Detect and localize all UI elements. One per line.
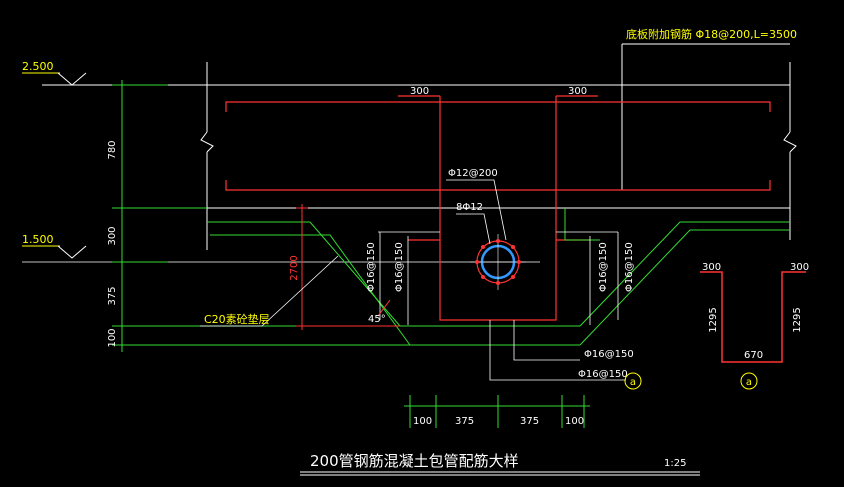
cushion-label: C20素砼垫层 [204, 312, 270, 326]
drawing-title: 200管钢筋混凝土包管配筋大样 [310, 452, 519, 470]
drawing-scale: 1:25 [664, 458, 686, 469]
pipe-label-leaders [446, 179, 507, 245]
side-bars [378, 231, 626, 381]
elevation-top-label: 2.500 [22, 60, 54, 73]
elevation-bottom-label: 1.500 [22, 233, 54, 246]
main-bars [475, 239, 521, 285]
bar-shape-right-height: 1295 [792, 307, 803, 332]
bar-shape-marker-circle [740, 372, 758, 390]
vertical-dimension-chain [112, 80, 168, 352]
dim-bottom-100-right: 100 [565, 416, 584, 427]
bar-shape-left-height: 1295 [708, 307, 719, 332]
dim-2700-line [296, 204, 400, 330]
side-bar-label-1: Φ16@150 [366, 242, 377, 292]
dim-top-left-300: 300 [410, 86, 429, 97]
cushion-leader [200, 255, 339, 327]
bar-shape-bottom: 670 [744, 350, 763, 361]
bar-shape-left-top: 300 [702, 262, 721, 273]
bottom-bar-label-1: Φ16@150 [584, 349, 634, 360]
angle-45-label: 45° [368, 314, 386, 325]
dim-bottom-100-left: 100 [413, 416, 432, 427]
detail-marker-a: a [624, 372, 642, 390]
elevation-marker-bottom: 1.500 [22, 233, 540, 263]
bottom-bar-label-2: Φ16@150 [578, 369, 628, 380]
dim-top-right-300: 300 [568, 86, 587, 97]
dim-bottom-375-right: 375 [520, 416, 539, 427]
bar-shape-marker-a: a [746, 377, 752, 388]
side-bar-label-2: Φ16@150 [394, 242, 405, 292]
dim-300-vertical: 300 [107, 226, 118, 245]
bottom-rebar-note: 底板附加钢筋 Φ18@200,L=3500 [626, 27, 797, 41]
elevation-marker-top: 2.500 [22, 60, 168, 86]
dim-bottom-375-left: 375 [455, 416, 474, 427]
bar-shape-right-top: 300 [790, 262, 809, 273]
drawing-title-block: 200管钢筋混凝土包管配筋大样 1:25 [300, 452, 700, 476]
dim-780: 780 [107, 140, 118, 159]
slab-reinforcement [225, 95, 771, 191]
main-bars-label: 8Φ12 [456, 202, 483, 213]
detail-marker-a-text: a [630, 377, 636, 388]
dim-2700: 2700 [289, 255, 300, 280]
side-bar-label-3: Φ16@150 [598, 242, 609, 292]
dim-100-vertical: 100 [107, 328, 118, 347]
side-bar-label-4: Φ16@150 [624, 242, 635, 292]
slab-outline [168, 43, 797, 250]
stirrup-label: Φ12@200 [448, 168, 498, 179]
dim-375-vertical: 375 [107, 286, 118, 305]
bar-shape-detail: 300 300 1295 1295 670 a [700, 262, 809, 390]
